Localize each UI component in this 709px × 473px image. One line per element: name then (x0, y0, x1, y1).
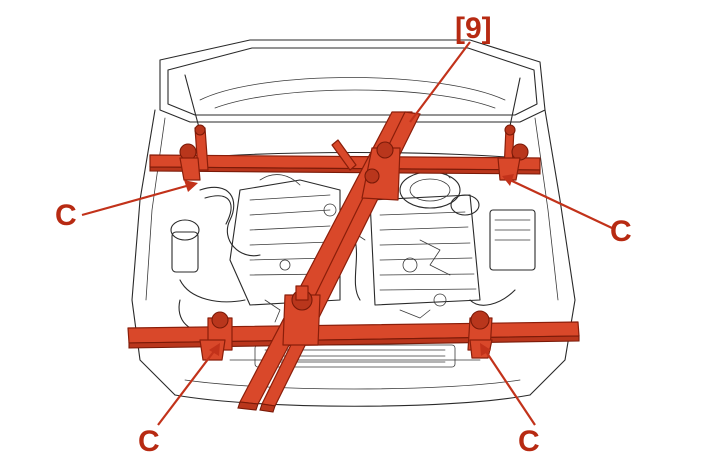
arrow-c-top-left (184, 180, 198, 192)
callout-labels: [9] C C C C (55, 12, 632, 458)
rear-beam-clamp (331, 139, 401, 201)
arrow-c-bottom-left (209, 343, 220, 356)
arrow-c-bottom-right (480, 343, 491, 356)
rear-right-mount (497, 124, 529, 181)
rear-left-mount (179, 124, 209, 181)
engine-support-tool (127, 111, 580, 413)
reference-label-9: [9] (455, 12, 492, 45)
leader-c-bottom-left (157, 349, 216, 426)
arrow-c-top-right (502, 174, 514, 186)
leader-lines (81, 41, 613, 426)
callout-c-top-left: C (55, 199, 77, 232)
callout-c-bottom-right: C (518, 425, 540, 458)
front-beam-clamp (282, 285, 321, 346)
leader-9 (409, 41, 471, 123)
callout-c-top-right: C (610, 215, 632, 248)
front-crossbar (127, 321, 580, 349)
leader-c-bottom-right (484, 349, 536, 426)
leader-c-top-left (81, 183, 191, 217)
callout-c-bottom-left: C (138, 425, 160, 458)
leader-c-top-right (509, 179, 613, 229)
